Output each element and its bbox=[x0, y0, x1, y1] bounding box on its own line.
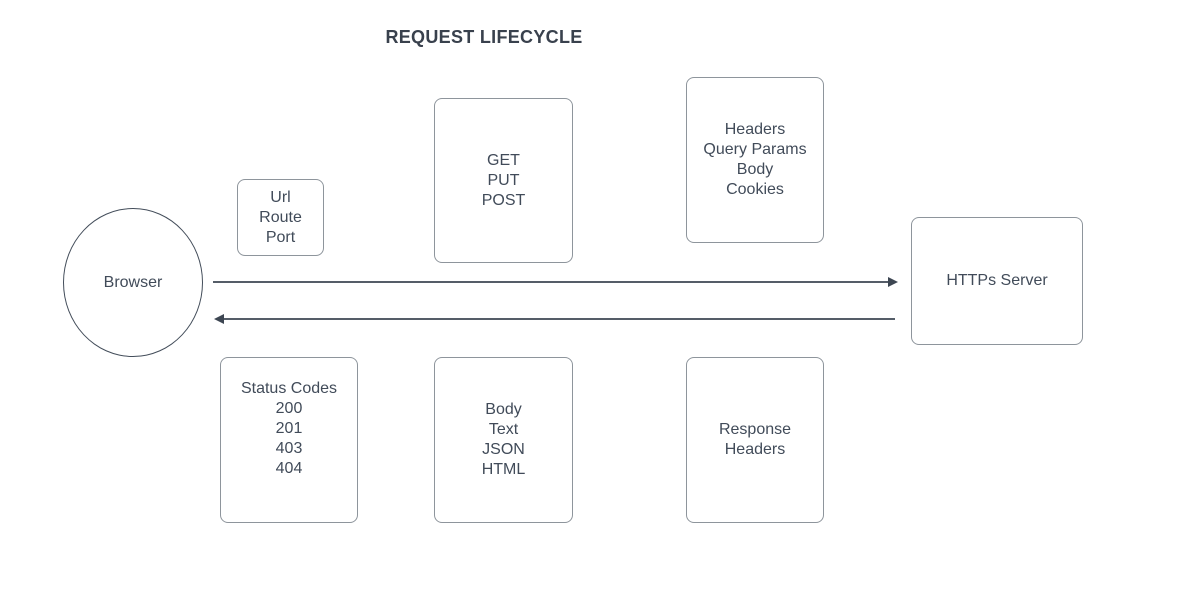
request-arrowhead-icon bbox=[888, 277, 898, 287]
box-response-body: Body Text JSON HTML bbox=[434, 357, 573, 523]
box-line: Body bbox=[485, 401, 522, 418]
box-line: GET bbox=[487, 151, 520, 169]
box-line: JSON bbox=[482, 441, 525, 458]
response-arrowhead-icon bbox=[214, 314, 224, 324]
box-status-codes: Status Codes 200 201 403 404 bbox=[220, 357, 358, 523]
box-line: HTML bbox=[481, 461, 526, 478]
box-url-route-port: Url Route Port bbox=[237, 179, 324, 256]
box-line: Port bbox=[265, 228, 296, 246]
box-line: Headers bbox=[724, 121, 786, 138]
box-line: Query Params bbox=[703, 141, 807, 158]
diagram-title: REQUEST LIFECYCLE bbox=[385, 27, 583, 47]
box-line: Body bbox=[736, 161, 774, 178]
https-server-label: HTTPs Server bbox=[946, 272, 1048, 289]
box-line: Route bbox=[259, 208, 302, 226]
browser-label: Browser bbox=[103, 273, 163, 291]
box-line: Text bbox=[488, 421, 519, 438]
box-line: POST bbox=[481, 191, 526, 209]
box-http-methods: GET PUT POST bbox=[434, 98, 573, 263]
box-line: Headers bbox=[724, 441, 786, 458]
box-line: PUT bbox=[487, 171, 520, 189]
box-line: Status Codes bbox=[240, 380, 338, 397]
box-line: 201 bbox=[275, 420, 303, 437]
box-line: 403 bbox=[275, 440, 303, 457]
box-line: Cookies bbox=[726, 181, 784, 198]
box-request-details: Headers Query Params Body Cookies bbox=[686, 77, 824, 243]
box-line: Response bbox=[718, 421, 792, 438]
browser-node: Browser bbox=[63, 208, 203, 357]
box-line: Url bbox=[270, 188, 291, 206]
box-response-headers: Response Headers bbox=[686, 357, 824, 523]
box-line: 404 bbox=[275, 460, 303, 477]
box-https-server: HTTPs Server bbox=[911, 217, 1083, 345]
box-line: 200 bbox=[275, 400, 303, 417]
